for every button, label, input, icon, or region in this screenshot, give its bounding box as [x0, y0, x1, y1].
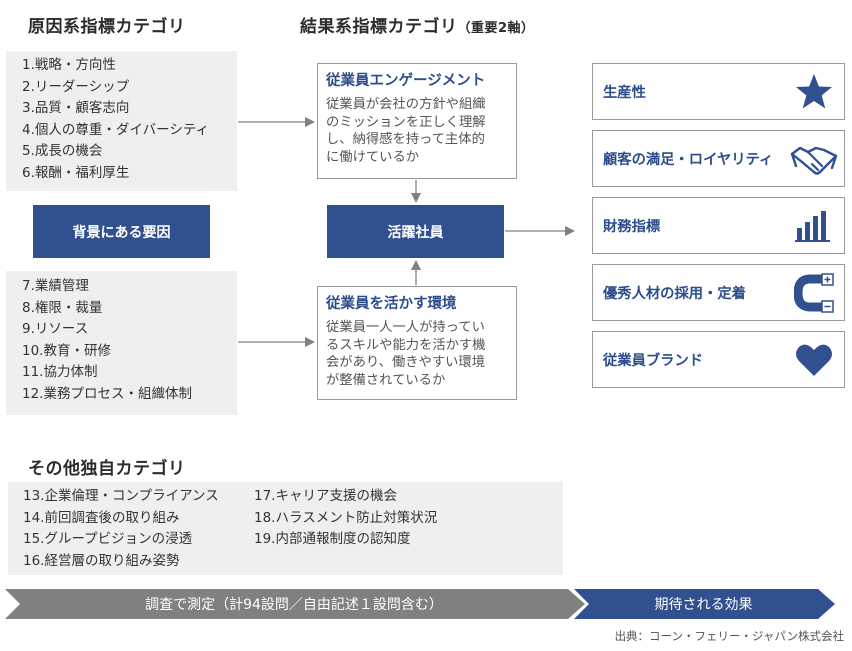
list-item: 4.個人の尊重・ダイバーシティ	[22, 121, 210, 138]
list-item: 12.業務プロセス・組織体制	[22, 385, 192, 402]
list-item: 13.企業倫理・コンプライアンス	[23, 488, 219, 504]
magnet-icon	[784, 272, 844, 313]
cause-group-1: 1.戦略・方向性 2.リーダーシップ 3.品質・顧客志向 4.個人の尊重・ダイバ…	[6, 51, 237, 191]
environment-line: るスキルや能力を活かす機	[326, 337, 486, 353]
outcome-label: 生産性	[603, 85, 646, 101]
heart-icon	[784, 342, 844, 378]
outcome-financial: 財務指標	[592, 197, 845, 254]
outcome-employer-brand: 従業員ブランド	[592, 331, 845, 388]
environment-line: 会があり、働きやすい環境	[326, 355, 486, 370]
list-item: 7.業績管理	[22, 278, 89, 294]
list-item: 16.経営層の取り組み姿勢	[23, 552, 180, 569]
outcome-label: 従業員ブランド	[603, 353, 704, 369]
cause-heading: 原因系指標カテゴリ	[28, 17, 186, 37]
outcome-productivity: 生産性	[592, 63, 845, 120]
outcome-label: 優秀人材の採用・定着	[603, 286, 746, 302]
list-item: 6.報酬・福利厚生	[22, 164, 130, 181]
list-item: 3.品質・顧客志向	[22, 100, 130, 117]
background-factor-box: 背景にある要因	[33, 205, 210, 258]
list-item: 18.ハラスメント防止対策状況	[254, 509, 438, 526]
engagement-card: 従業員エンゲージメント 従業員が会社の方針や組織 のミッションを正しく理解 し、…	[317, 63, 517, 179]
environment-body: 従業員一人一人が持ってい るスキルや能力を活かす機 会があり、働きやすい環境 が…	[326, 319, 508, 389]
active-employee-box: 活躍社員	[327, 205, 504, 258]
engagement-title: 従業員エンゲージメント	[326, 73, 486, 89]
engagement-body: 従業員が会社の方針や組織 のミッションを正しく理解 し、納得感を持って主体的 に…	[326, 96, 508, 166]
environment-line: 従業員一人一人が持ってい	[326, 320, 485, 335]
list-item: 1.戦略・方向性	[22, 57, 116, 73]
source-note: 出典：コーン・フェリー・ジャパン株式会社	[614, 629, 844, 643]
other-heading: その他独自カテゴリ	[28, 459, 186, 479]
measure-banner: 調査で測定（計94設問／自由記述１設問含む）	[145, 597, 443, 613]
outcome-talent-retention: 優秀人材の採用・定着	[592, 264, 845, 321]
other-col-1: 13.企業倫理・コンプライアンス 14.前回調査後の取り組み 15.グループビジ…	[23, 486, 219, 572]
list-item: 9.リソース	[22, 321, 89, 338]
list-item: 10.教育・研修	[22, 342, 111, 359]
banner-shapes	[5, 589, 835, 619]
engagement-line: に働けているか	[326, 149, 420, 165]
environment-title: 従業員を活かす環境	[326, 296, 457, 312]
list-item: 14.前回調査後の取り組み	[23, 509, 180, 526]
engagement-line: のミッションを正しく理解	[326, 114, 486, 130]
environment-card: 従業員を活かす環境 従業員一人一人が持ってい るスキルや能力を活かす機 会があり…	[317, 286, 517, 400]
list-item: 11.協力体制	[22, 364, 98, 381]
list-item: 5.成長の機会	[22, 143, 103, 160]
cause-group-2: 7.業績管理 8.権限・裁量 9.リソース 10.教育・研修 11.協力体制 1…	[6, 271, 237, 415]
engagement-line: 従業員が会社の方針や組織	[326, 97, 486, 112]
other-categories-box: 13.企業倫理・コンプライアンス 14.前回調査後の取り組み 15.グループビジ…	[8, 482, 563, 575]
list-item: 15.グループビジョンの浸透	[23, 531, 193, 547]
star-icon	[784, 72, 844, 112]
bar-chart-icon	[784, 209, 844, 243]
outcome-label: 顧客の満足・ロイヤリティ	[603, 152, 774, 168]
effect-banner-shape	[574, 589, 835, 619]
result-heading-text: 結果系指標カテゴリ	[300, 17, 458, 37]
engagement-line: し、納得感を持って主体的	[326, 132, 485, 147]
effect-banner: 期待される効果	[654, 597, 753, 613]
measure-banner-shape	[5, 589, 585, 619]
list-item: 2.リーダーシップ	[22, 78, 130, 95]
other-col-2: 17.キャリア支援の機会 18.ハラスメント防止対策状況 19.内部通報制度の認…	[254, 486, 437, 551]
outcome-label: 財務指標	[603, 219, 661, 235]
outcome-customer-satisfaction: 顧客の満足・ロイヤリティ	[592, 130, 845, 187]
list-item: 17.キャリア支援の機会	[254, 488, 397, 504]
handshake-icon	[784, 140, 844, 178]
result-heading: 結果系指標カテゴリ（重要2軸）	[300, 12, 535, 37]
list-item: 19.内部通報制度の認知度	[254, 531, 411, 547]
list-item: 8.権限・裁量	[22, 299, 103, 316]
environment-line: が整備されているか	[326, 372, 446, 388]
result-heading-note: （重要2軸）	[457, 21, 535, 36]
